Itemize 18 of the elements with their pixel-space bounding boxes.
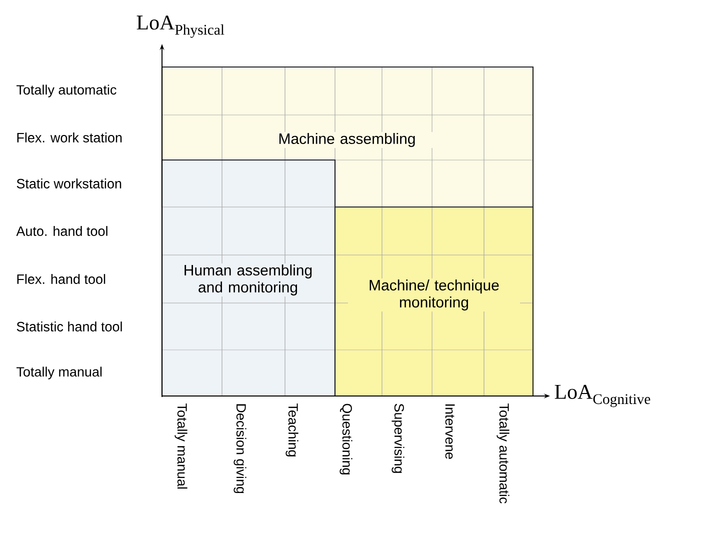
column-label: Intervene (445, 404, 455, 459)
column-label: Supervising (392, 404, 404, 473)
column-label: Totally manual (174, 404, 188, 489)
row-label: Static workstation (16, 178, 122, 188)
column-label: Totally automatic (496, 404, 510, 504)
axis-title: $\mathrm{LoA}_{\mathrm{Physical}}$ (136, 16, 224, 38)
column-label: Questioning (340, 404, 352, 474)
column-label: Teaching (286, 404, 298, 456)
region-box: Machine/ technique monitoring (334, 206, 534, 397)
row-label: Statistic hand tool (16, 322, 122, 332)
row-label: Auto. hand tool (16, 226, 108, 236)
region-box: Human assembling and monitoring (161, 159, 336, 397)
row-label: Flex. hand tool (17, 274, 106, 284)
row-label: Totally automatic (16, 84, 116, 98)
axis-title: $\mathrm{LoA}_{\mathrm{Cognitive}}$ (554, 384, 650, 408)
row-label: Flex. work station (17, 132, 122, 142)
row-label: Totally manual (16, 366, 102, 380)
column-label: Decision giving (234, 404, 246, 494)
